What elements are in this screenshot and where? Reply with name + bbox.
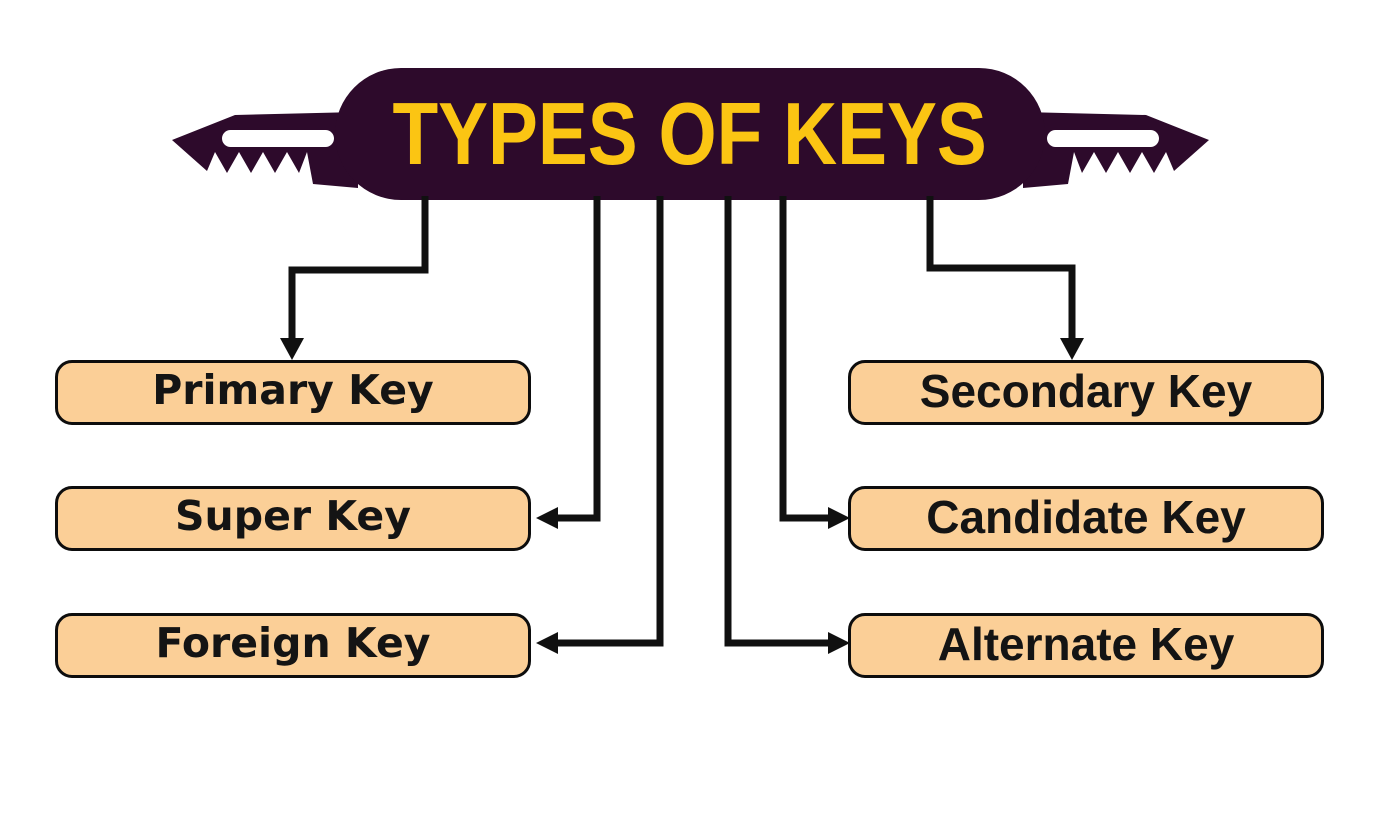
node-label: Primary Key [152,366,434,414]
node-primary-key: Primary Key [55,360,531,425]
node-alternate-key: Alternate Key [848,613,1324,678]
key-blade-left-icon [172,112,358,188]
arrowhead-down-icon [1060,338,1084,360]
node-label: Alternate Key [937,617,1235,670]
node-label: Secondary Key [919,364,1253,417]
node-super-key: Super Key [55,486,531,551]
node-foreign-key: Foreign Key [55,613,531,678]
node-label: Super Key [175,492,411,540]
connector-primary-key [280,196,429,360]
node-label: Candidate Key [926,490,1246,543]
node-candidate-key: Candidate Key [848,486,1324,551]
node-secondary-key: Secondary Key [848,360,1324,425]
connector-alternate-key [724,196,850,654]
node-label: Foreign Key [155,619,431,667]
connector-super-key [536,196,601,529]
connector-secondary-key [926,196,1084,360]
key-blade-right-icon [1023,112,1209,188]
connector-candidate-key [779,196,850,529]
header-pill [335,68,1045,200]
connector-foreign-key [536,196,664,654]
arrowhead-right-icon [828,507,850,529]
arrowhead-left-icon [536,507,558,529]
arrowhead-left-icon [536,632,558,654]
arrowhead-down-icon [280,338,304,360]
arrowhead-right-icon [828,632,850,654]
